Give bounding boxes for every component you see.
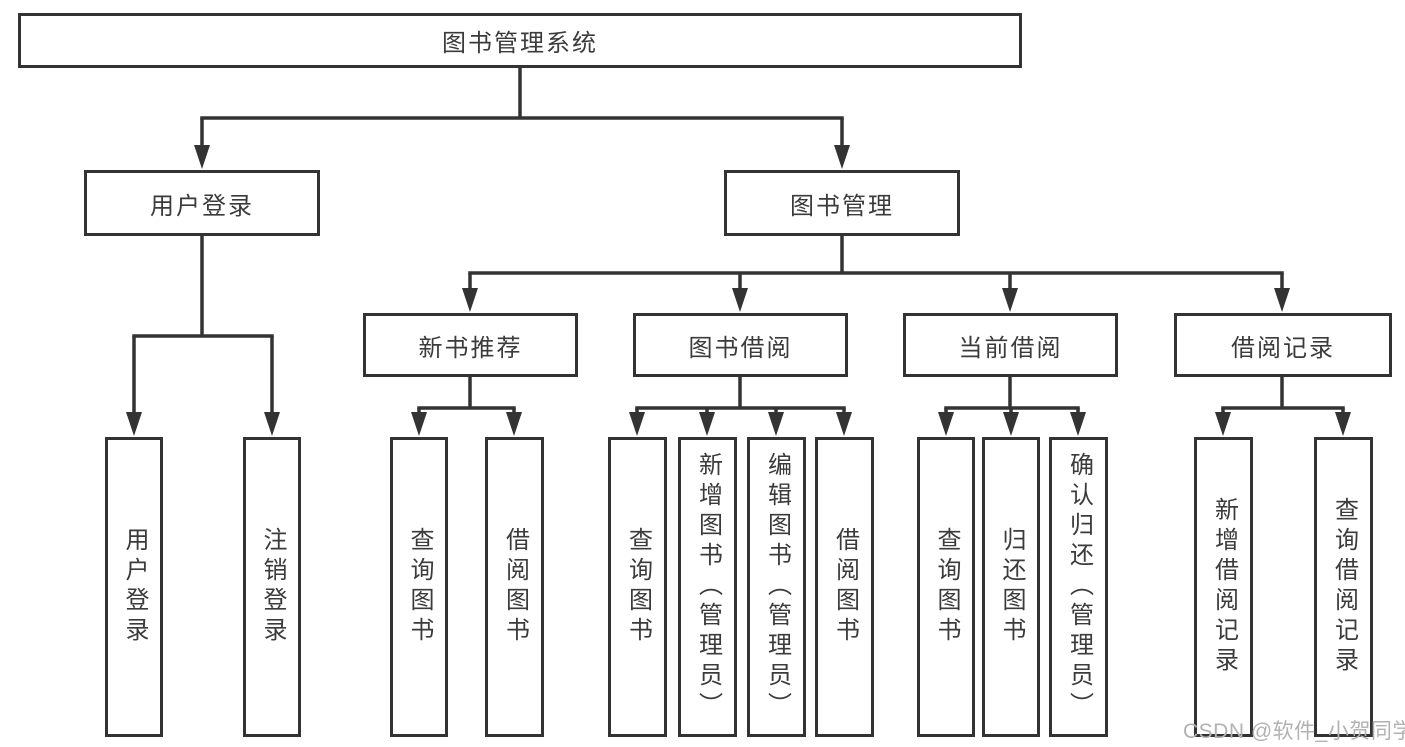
node-current-borrow-label: 当前借阅 bbox=[958, 334, 1063, 362]
leaf-query-book-1: 查询图书 bbox=[390, 437, 448, 737]
leaf-query-book-1-label: 查询图书 bbox=[406, 527, 433, 647]
node-borrow-records: 借阅记录 bbox=[1174, 313, 1392, 377]
leaf-query-book-3: 查询图书 bbox=[917, 437, 975, 737]
csdn-watermark: CSDN @软件_小贺同学 bbox=[1183, 720, 1405, 743]
node-book-management-label: 图书管理 bbox=[790, 192, 894, 220]
leaf-user-login: 用户登录 bbox=[105, 437, 163, 737]
leaf-query-borrow-record: 查询借阅记录 bbox=[1314, 437, 1373, 737]
node-current-borrow: 当前借阅 bbox=[903, 313, 1118, 377]
leaf-borrow-book-2: 借阅图书 bbox=[815, 437, 874, 737]
leaf-confirm-return-admin: 确认归还（管理员） bbox=[1049, 437, 1108, 737]
leaf-return-book: 归还图书 bbox=[982, 437, 1040, 737]
node-user-login: 用户登录 bbox=[84, 170, 320, 236]
leaf-borrow-book-1-label: 借阅图书 bbox=[501, 527, 529, 647]
leaf-user-login-label: 用户登录 bbox=[121, 527, 148, 647]
leaf-query-book-2-label: 查询图书 bbox=[624, 527, 652, 647]
leaf-confirm-return-admin-label: 确认归还（管理员） bbox=[1065, 452, 1093, 722]
node-root-label: 图书管理系统 bbox=[442, 30, 598, 57]
node-new-book-recommend-label: 新书推荐 bbox=[418, 334, 523, 362]
leaf-query-book-3-label: 查询图书 bbox=[933, 527, 960, 647]
node-user-login-label: 用户登录 bbox=[150, 192, 254, 220]
node-book-borrow-label: 图书借阅 bbox=[688, 334, 793, 362]
leaf-query-book-2: 查询图书 bbox=[608, 437, 667, 737]
node-book-management: 图书管理 bbox=[724, 170, 960, 236]
node-new-book-recommend: 新书推荐 bbox=[363, 313, 578, 377]
leaf-logout-label: 注销登录 bbox=[259, 527, 286, 647]
leaf-logout: 注销登录 bbox=[243, 437, 301, 737]
leaf-add-book-admin-label: 新增图书（管理员） bbox=[694, 452, 722, 722]
node-root: 图书管理系统 bbox=[18, 13, 1022, 68]
leaf-edit-book-admin: 编辑图书（管理员） bbox=[747, 437, 806, 737]
leaf-edit-book-admin-label: 编辑图书（管理员） bbox=[763, 452, 791, 722]
leaf-query-borrow-record-label: 查询借阅记录 bbox=[1330, 497, 1358, 677]
leaf-borrow-book-2-label: 借阅图书 bbox=[831, 527, 859, 647]
leaf-add-book-admin: 新增图书（管理员） bbox=[678, 437, 737, 737]
node-book-borrow: 图书借阅 bbox=[633, 313, 848, 377]
leaf-return-book-label: 归还图书 bbox=[998, 527, 1025, 647]
leaf-add-borrow-record-label: 新增借阅记录 bbox=[1210, 497, 1238, 677]
leaf-add-borrow-record: 新增借阅记录 bbox=[1194, 437, 1253, 737]
leaf-borrow-book-1: 借阅图书 bbox=[485, 437, 544, 737]
node-borrow-records-label: 借阅记录 bbox=[1231, 334, 1335, 362]
